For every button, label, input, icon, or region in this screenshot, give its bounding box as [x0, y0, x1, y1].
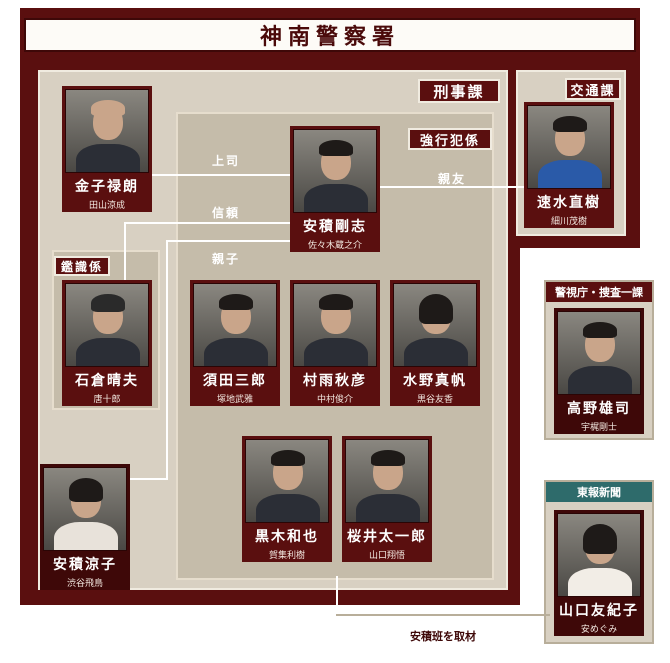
portrait-photo — [65, 283, 149, 367]
actor-name: 佐々木蔵之介 — [293, 238, 377, 251]
person-card-mizuno[interactable]: 水野真帆 黒谷友香 — [390, 280, 480, 406]
portrait-photo — [345, 439, 429, 523]
portrait-photo — [527, 105, 611, 189]
oyako-connector-h — [166, 240, 292, 242]
person-card-kaneko[interactable]: 金子禄朗 田山涼成 — [62, 86, 152, 212]
actor-name: 安めぐみ — [557, 622, 641, 635]
station-title-bar: 神南警察署 — [24, 18, 636, 52]
actor-name: 黒谷友香 — [393, 392, 477, 405]
relation-shuzai-label: 安積班を取材 — [410, 628, 476, 644]
oyako-connector-end — [130, 478, 168, 480]
person-card-suda[interactable]: 須田三郎 塚地武雅 — [190, 280, 280, 406]
portrait-photo — [43, 467, 127, 551]
actor-name: 渋谷飛鳥 — [43, 576, 127, 589]
actor-name: 田山涼成 — [65, 198, 149, 211]
actor-name: 塚地武雅 — [193, 392, 277, 405]
relation-oyako-label: 親子 — [212, 250, 240, 267]
toho-label: 東報新聞 — [546, 482, 652, 502]
person-name: 水野真帆 — [393, 370, 477, 390]
person-name: 高野雄司 — [557, 398, 641, 418]
portrait-photo — [393, 283, 477, 367]
keishicho-label: 警視庁・捜査一課 — [546, 282, 652, 302]
person-card-yamaguchi[interactable]: 山口友紀子 安めぐみ — [554, 510, 644, 636]
relation-shinyu-label: 親友 — [438, 170, 466, 187]
shuzai-connector-v — [336, 576, 338, 616]
person-card-azumi[interactable]: 安積剛志 佐々木蔵之介 — [290, 126, 380, 252]
portrait-photo — [65, 89, 149, 173]
actor-name: 賀集利樹 — [245, 548, 329, 561]
kanshiki-section-label: 鑑識係 — [54, 256, 110, 276]
person-name: 安積剛志 — [293, 216, 377, 236]
portrait-photo — [557, 311, 641, 395]
station-title: 神南警察署 — [260, 19, 400, 51]
person-name: 速水直樹 — [527, 192, 611, 212]
relation-joshi-label: 上司 — [212, 152, 240, 169]
person-name: 村雨秋彦 — [293, 370, 377, 390]
kotsu-section-label: 交通課 — [565, 78, 621, 100]
portrait-photo — [245, 439, 329, 523]
person-name: 山口友紀子 — [557, 600, 641, 620]
person-card-takano[interactable]: 高野雄司 宇梶剛士 — [554, 308, 644, 434]
oyako-connector-v — [166, 240, 168, 480]
person-name: 黒木和也 — [245, 526, 329, 546]
person-card-ryoko[interactable]: 安積涼子 渋谷飛鳥 — [40, 464, 130, 590]
portrait-photo — [293, 129, 377, 213]
shuzai-connector-h — [336, 614, 550, 616]
kyoko-section-label: 強行犯係 — [408, 128, 492, 150]
actor-name: 細川茂樹 — [527, 214, 611, 227]
relation-shinrai-label: 信頼 — [212, 204, 240, 221]
person-card-kuroki[interactable]: 黒木和也 賀集利樹 — [242, 436, 332, 562]
portrait-photo — [293, 283, 377, 367]
person-name: 石倉晴夫 — [65, 370, 149, 390]
portrait-photo — [557, 513, 641, 597]
person-name: 桜井太一郎 — [345, 526, 429, 546]
shinrai-connector-v — [124, 222, 126, 280]
portrait-photo — [193, 283, 277, 367]
shinrai-connector-h — [124, 222, 292, 224]
person-name: 安積涼子 — [43, 554, 127, 574]
person-card-ishikura[interactable]: 石倉晴夫 唐十郎 — [62, 280, 152, 406]
person-card-murasame[interactable]: 村雨秋彦 中村俊介 — [290, 280, 380, 406]
person-card-hayami[interactable]: 速水直樹 細川茂樹 — [524, 102, 614, 228]
keiji-section-label: 刑事課 — [418, 79, 500, 103]
person-name: 金子禄朗 — [65, 176, 149, 196]
actor-name: 宇梶剛士 — [557, 420, 641, 433]
actor-name: 唐十郎 — [65, 392, 149, 405]
actor-name: 中村俊介 — [293, 392, 377, 405]
person-card-sakurai[interactable]: 桜井太一郎 山口翔悟 — [342, 436, 432, 562]
actor-name: 山口翔悟 — [345, 548, 429, 561]
joshi-connector — [152, 174, 292, 176]
person-name: 須田三郎 — [193, 370, 277, 390]
